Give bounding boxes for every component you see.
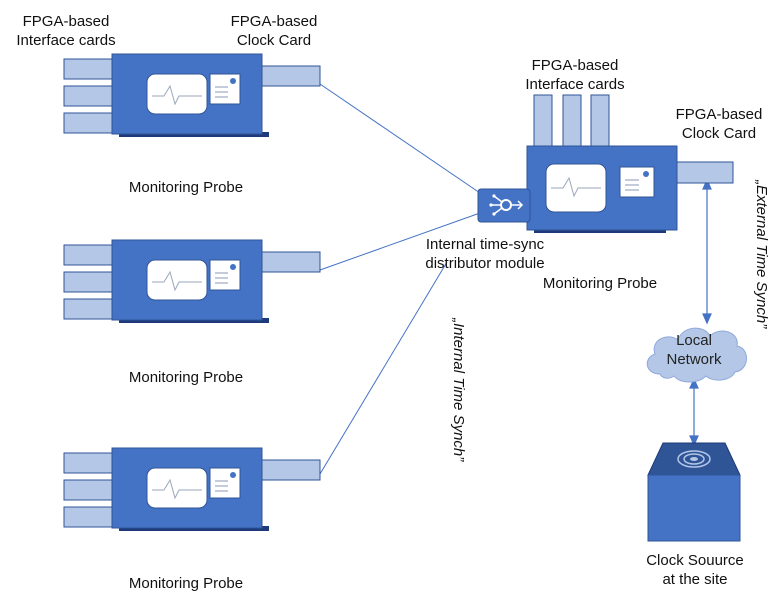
- external-sync-label: „External Time Synch”: [753, 180, 770, 329]
- interface-card: [590, 94, 610, 153]
- probe4-name: Monitoring Probe: [542, 275, 658, 292]
- probe1-name: Monitoring Probe: [128, 179, 244, 196]
- clock-card: [676, 161, 734, 184]
- external-sync-arrow: [702, 178, 712, 325]
- internal-sync-label: „Internal Time Synch”: [450, 318, 467, 462]
- clock-source-box: [647, 442, 741, 542]
- probe2-name: Monitoring Probe: [128, 369, 244, 386]
- monitoring-probe-1: [63, 53, 321, 138]
- distributor-module: [477, 188, 531, 223]
- interface-card: [533, 94, 553, 153]
- monitoring-probe-2: [63, 239, 321, 324]
- link-probe2-distributor: [319, 212, 481, 271]
- monitoring-probe-4: [526, 94, 734, 233]
- interface-card: [562, 94, 582, 153]
- link-probe3-distributor: [319, 261, 448, 475]
- probe3-name: Monitoring Probe: [128, 575, 244, 592]
- link-probe1-distributor: [319, 83, 481, 194]
- local-network-cloud: [646, 327, 747, 383]
- monitoring-probe-3: [63, 447, 321, 532]
- clock-source-arrow: [689, 377, 699, 447]
